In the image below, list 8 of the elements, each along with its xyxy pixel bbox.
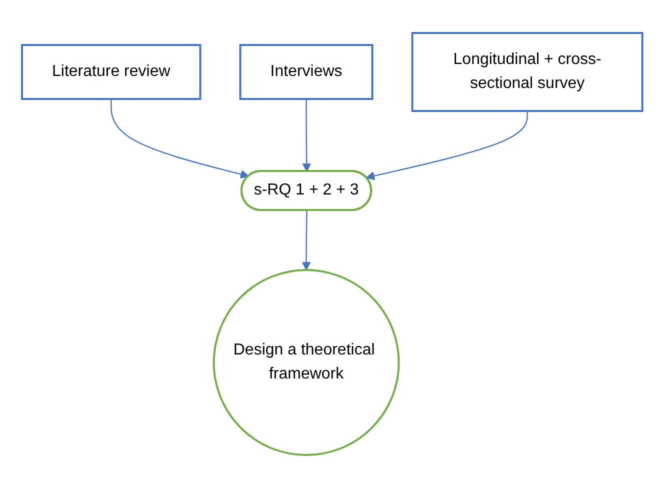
arrow — [366, 110, 528, 180]
arrow — [302, 98, 311, 172]
arrow — [110, 98, 249, 178]
node-circle: Design a theoretical framework — [212, 268, 400, 456]
node-box: Literature review — [20, 44, 202, 100]
node-box: Interviews — [239, 44, 374, 100]
node-box: Longitudinal + cross-sectional survey — [411, 32, 644, 112]
arrow — [302, 210, 311, 270]
